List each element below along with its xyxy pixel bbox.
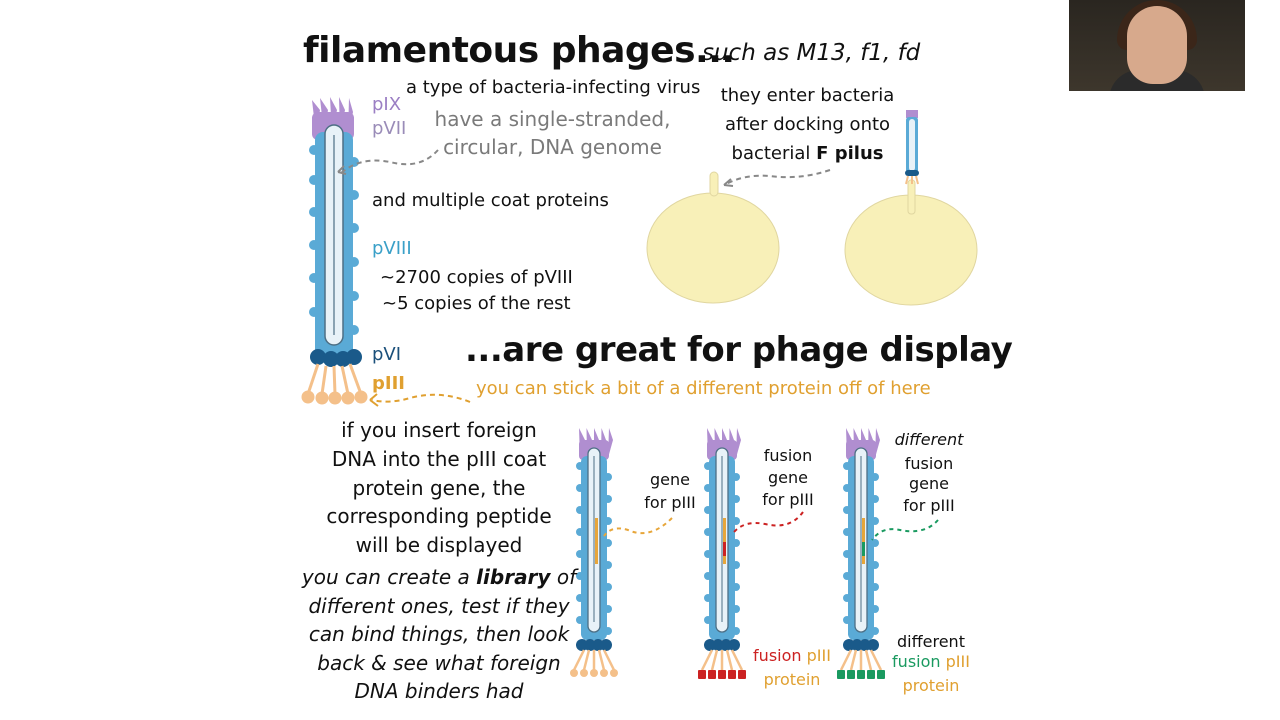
arrow-fusion-gene <box>733 511 804 533</box>
label-pvii: pVII <box>372 118 407 139</box>
phage-fusion <box>698 428 746 679</box>
webcam-video <box>1069 0 1245 91</box>
arrow-different-gene <box>871 519 939 541</box>
docking-phage <box>905 110 919 185</box>
library-line-5: DNA binders had <box>354 679 524 703</box>
page-title: filamentous phages... <box>303 30 735 71</box>
label-pvi: pVI <box>372 344 402 365</box>
genome-line-1: have a single-stranded, <box>434 107 671 131</box>
enter-line-3: bacterial F pilus <box>731 143 884 164</box>
display-title: ...are great for phage display <box>465 330 1013 370</box>
bacterium-left <box>646 192 780 304</box>
different-label-1: fusion <box>904 454 954 473</box>
coat-proteins: and multiple coat proteins <box>372 190 609 211</box>
virus-type: a type of bacteria-infecting virus <box>406 77 701 98</box>
insert-line-1: if you insert foreign <box>341 418 537 442</box>
insert-line-4: corresponding peptide <box>326 504 552 528</box>
presenter-face-icon <box>1127 6 1187 84</box>
fusion-label-1: fusion <box>763 446 813 465</box>
phage-different-fusion <box>837 428 885 679</box>
label-piii: pIII <box>372 373 405 394</box>
library-line-3: can bind things, then look <box>308 622 570 646</box>
library-line-1: you can create a library of <box>301 565 577 589</box>
insert-line-3: protein gene, the <box>352 476 526 500</box>
copies-line-1: ~2700 copies of pVIII <box>380 267 573 288</box>
phage-normal <box>570 428 618 677</box>
different-protein-line-0: different <box>897 632 965 651</box>
different-protein-line-1: fusion pIII <box>892 652 970 671</box>
f-pilus-right <box>907 179 916 215</box>
arrow-genome <box>339 149 439 175</box>
fusion-protein-line-2: protein <box>763 670 821 689</box>
insert-line-2: DNA into the pIII coat <box>331 447 547 471</box>
arrow-piii <box>371 393 471 403</box>
different-label-3: for pIII <box>903 496 955 515</box>
subtitle: such as M13, f1, fd <box>702 40 921 66</box>
insert-line-5: will be displayed <box>355 533 523 557</box>
f-pilus-left <box>709 171 719 197</box>
label-pix: pIX <box>372 94 402 115</box>
label-pviii: pVIII <box>372 238 412 259</box>
fusion-protein-line-1: fusion pIII <box>753 646 831 665</box>
different-label-0: different <box>894 430 964 449</box>
big-phage <box>301 95 368 405</box>
enter-line-1: they enter bacteria <box>720 85 895 106</box>
stick-note: you can stick a bit of a different prote… <box>476 378 931 399</box>
different-protein-line-2: protein <box>902 676 960 695</box>
fusion-label-2: gene <box>768 468 808 487</box>
enter-line-2: after docking onto <box>724 114 891 135</box>
copies-line-2: ~5 copies of the rest <box>382 293 571 314</box>
arrow-pilus <box>725 169 831 185</box>
gene-label-1: gene <box>650 470 690 489</box>
fusion-label-3: for pIII <box>762 490 814 509</box>
arrow-gene <box>603 517 673 537</box>
gene-label-2: for pIII <box>644 493 696 512</box>
genome-line-2: circular, DNA genome <box>443 135 662 159</box>
library-line-2: different ones, test if they <box>308 594 570 618</box>
library-line-4: back & see what foreign <box>317 651 561 675</box>
different-label-2: gene <box>909 474 949 493</box>
